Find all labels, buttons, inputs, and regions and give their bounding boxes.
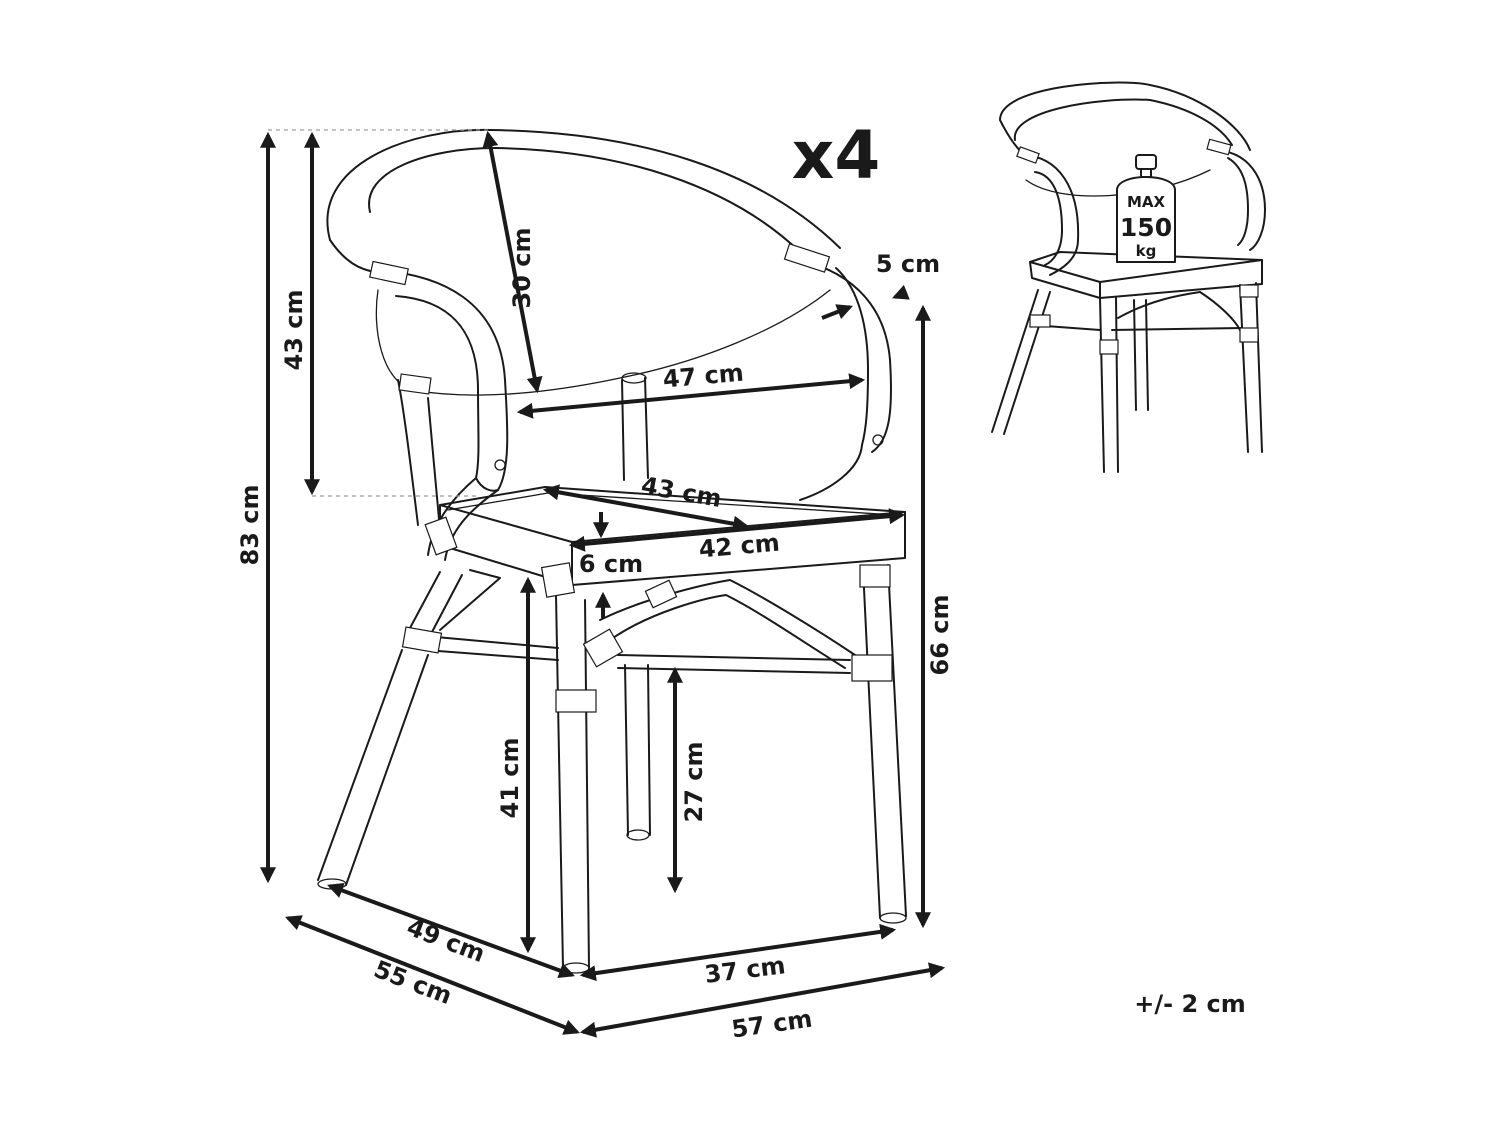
leg-depth-label: 49 cm <box>403 913 489 968</box>
stretcher-height-label: 27 cm <box>680 742 708 823</box>
dimension-lines <box>260 129 946 1038</box>
armrest-height-label: 66 cm <box>926 595 954 676</box>
seat-width-back-label: 47 cm <box>662 359 745 394</box>
tolerance-note: +/- 2 cm <box>1134 990 1245 1018</box>
total-height-label: 83 cm <box>236 485 264 566</box>
weight-max-label: MAX <box>1127 193 1166 211</box>
total-depth-arrow <box>285 915 580 1035</box>
weight-unit-label: kg <box>1136 242 1157 260</box>
total-width-label: 57 cm <box>730 1005 814 1044</box>
small-chair-drawing <box>991 81 1266 473</box>
weight-capacity-badge: MAX 150 kg <box>1120 193 1172 260</box>
seat-height-label: 41 cm <box>496 738 524 819</box>
armrest-width-label: 5 cm <box>876 250 940 278</box>
seat-width-front-label: 42 cm <box>698 529 781 564</box>
backrest-depth-label: 30 cm <box>508 228 536 309</box>
armrest-width-arrow-a <box>892 284 910 300</box>
seat-width-back-arrow <box>516 373 866 419</box>
seat-width-front-arrow <box>568 508 906 552</box>
backrest-depth-arrow <box>482 130 543 394</box>
backrest-height-label: 43 cm <box>280 290 308 371</box>
total-width-arrow <box>579 962 946 1038</box>
weight-value-label: 150 <box>1120 213 1172 242</box>
seat-depth-label: 43 cm <box>639 471 724 513</box>
quantity-label: x4 <box>792 117 881 194</box>
dimension-labels: 83 cm 43 cm 30 cm 5 cm 47 cm 43 cm 42 cm… <box>236 228 954 1044</box>
armrest-width-arrow-b <box>821 304 853 320</box>
total-depth-label: 55 cm <box>370 955 456 1010</box>
seat-thickness-label: 6 cm <box>579 550 643 578</box>
